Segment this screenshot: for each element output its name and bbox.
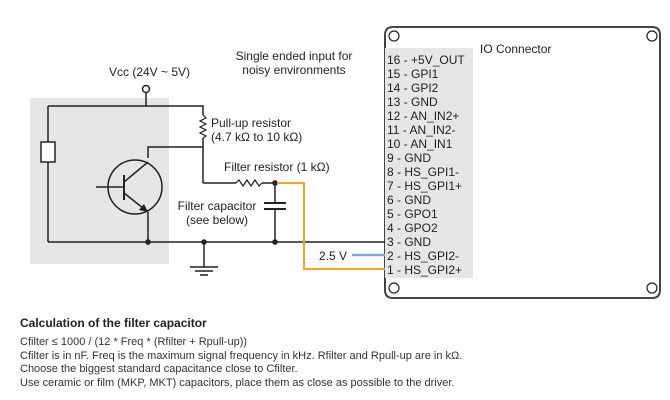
calculation-placement-note: Use ceramic or film (MKP, MKT) capacitor… (20, 376, 455, 389)
pullup-label-line: Pull-up resistor (211, 116, 292, 130)
signal-wire (277, 182, 385, 270)
vcc-label: Vcc (24V ~ 5V) (109, 65, 191, 79)
connector-pin: 15 - GPI1 (387, 67, 439, 81)
title-note: Single ended input for noisy environment… (222, 49, 366, 77)
connector-pin: 10 - AN_IN1 (387, 137, 453, 151)
mounting-hole-icon (646, 30, 658, 42)
npn-transistor-icon (96, 159, 163, 242)
connector-pin: 7 - HS_GPI1+ (387, 179, 463, 193)
calculation-section: Calculation of the filter capacitor Cfil… (20, 316, 660, 390)
connector-pin: 11 - AN_IN2- (387, 123, 456, 137)
calculation-formula: Cfilter ≤ 1000 / (12 * Freq * (Rfilter +… (20, 336, 248, 348)
connector-pin: 13 - GND (387, 95, 438, 109)
connector-pin: 8 - HS_GPI1- (387, 165, 460, 179)
load-element-icon (40, 141, 56, 163)
mounting-hole-icon (388, 30, 400, 42)
sensor-area (30, 98, 169, 264)
connector-pin: 12 - AN_IN2+ (387, 109, 460, 123)
capacitor-label-line: Filter capacitor (177, 199, 257, 213)
connector-pin: 16 - +5V_OUT (387, 53, 465, 67)
title-note-line: noisy environments (242, 63, 346, 77)
calculation-selection-note: Choose the biggest standard capacitance … (20, 363, 298, 375)
connector-pin: 9 - GND (387, 151, 432, 165)
connector-pin: 2 - HS_GPI2- (387, 249, 460, 263)
mounting-hole-icon (646, 282, 658, 294)
filter-resistor-icon (235, 178, 263, 188)
connector-pin-area (385, 48, 473, 278)
calculation-units-note: Cfilter is in nF. Freq is the maximum si… (20, 349, 463, 362)
connector-pin: 14 - GPI2 (387, 81, 439, 95)
filter-resistor-label: Filter resistor (1 kΩ) (224, 160, 330, 174)
connector-pin: 1 - HS_GPI2+ (387, 263, 463, 277)
title-note-line: Single ended input for (235, 49, 353, 63)
mounting-hole-icon (388, 282, 400, 294)
reference-voltage-label: 2.5 V (319, 249, 348, 263)
calculation-heading: Calculation of the filter capacitor (20, 316, 207, 330)
filter-capacitor-label: Filter capacitor (see below) (172, 199, 262, 227)
connector-pin: 3 - GND (387, 235, 432, 249)
circuit-schematic (30, 26, 661, 299)
connector-pin: 6 - GND (387, 193, 432, 207)
pullup-resistor-label: Pull-up resistor (4.7 kΩ to 10 kΩ) (211, 116, 302, 144)
pullup-resistor-icon (198, 114, 208, 139)
connector-pin: 5 - GPO1 (387, 207, 438, 221)
connector-pin: 4 - GPO2 (387, 221, 438, 235)
pullup-label-line: (4.7 kΩ to 10 kΩ) (211, 130, 303, 144)
capacitor-label-line: (see below) (185, 213, 249, 227)
vcc-rail-wire (48, 105, 204, 115)
filter-capacitor-icon (264, 183, 286, 242)
connector-title: IO Connector (480, 42, 552, 56)
ground-icon (190, 242, 218, 276)
vcc-terminal-icon (141, 84, 151, 94)
